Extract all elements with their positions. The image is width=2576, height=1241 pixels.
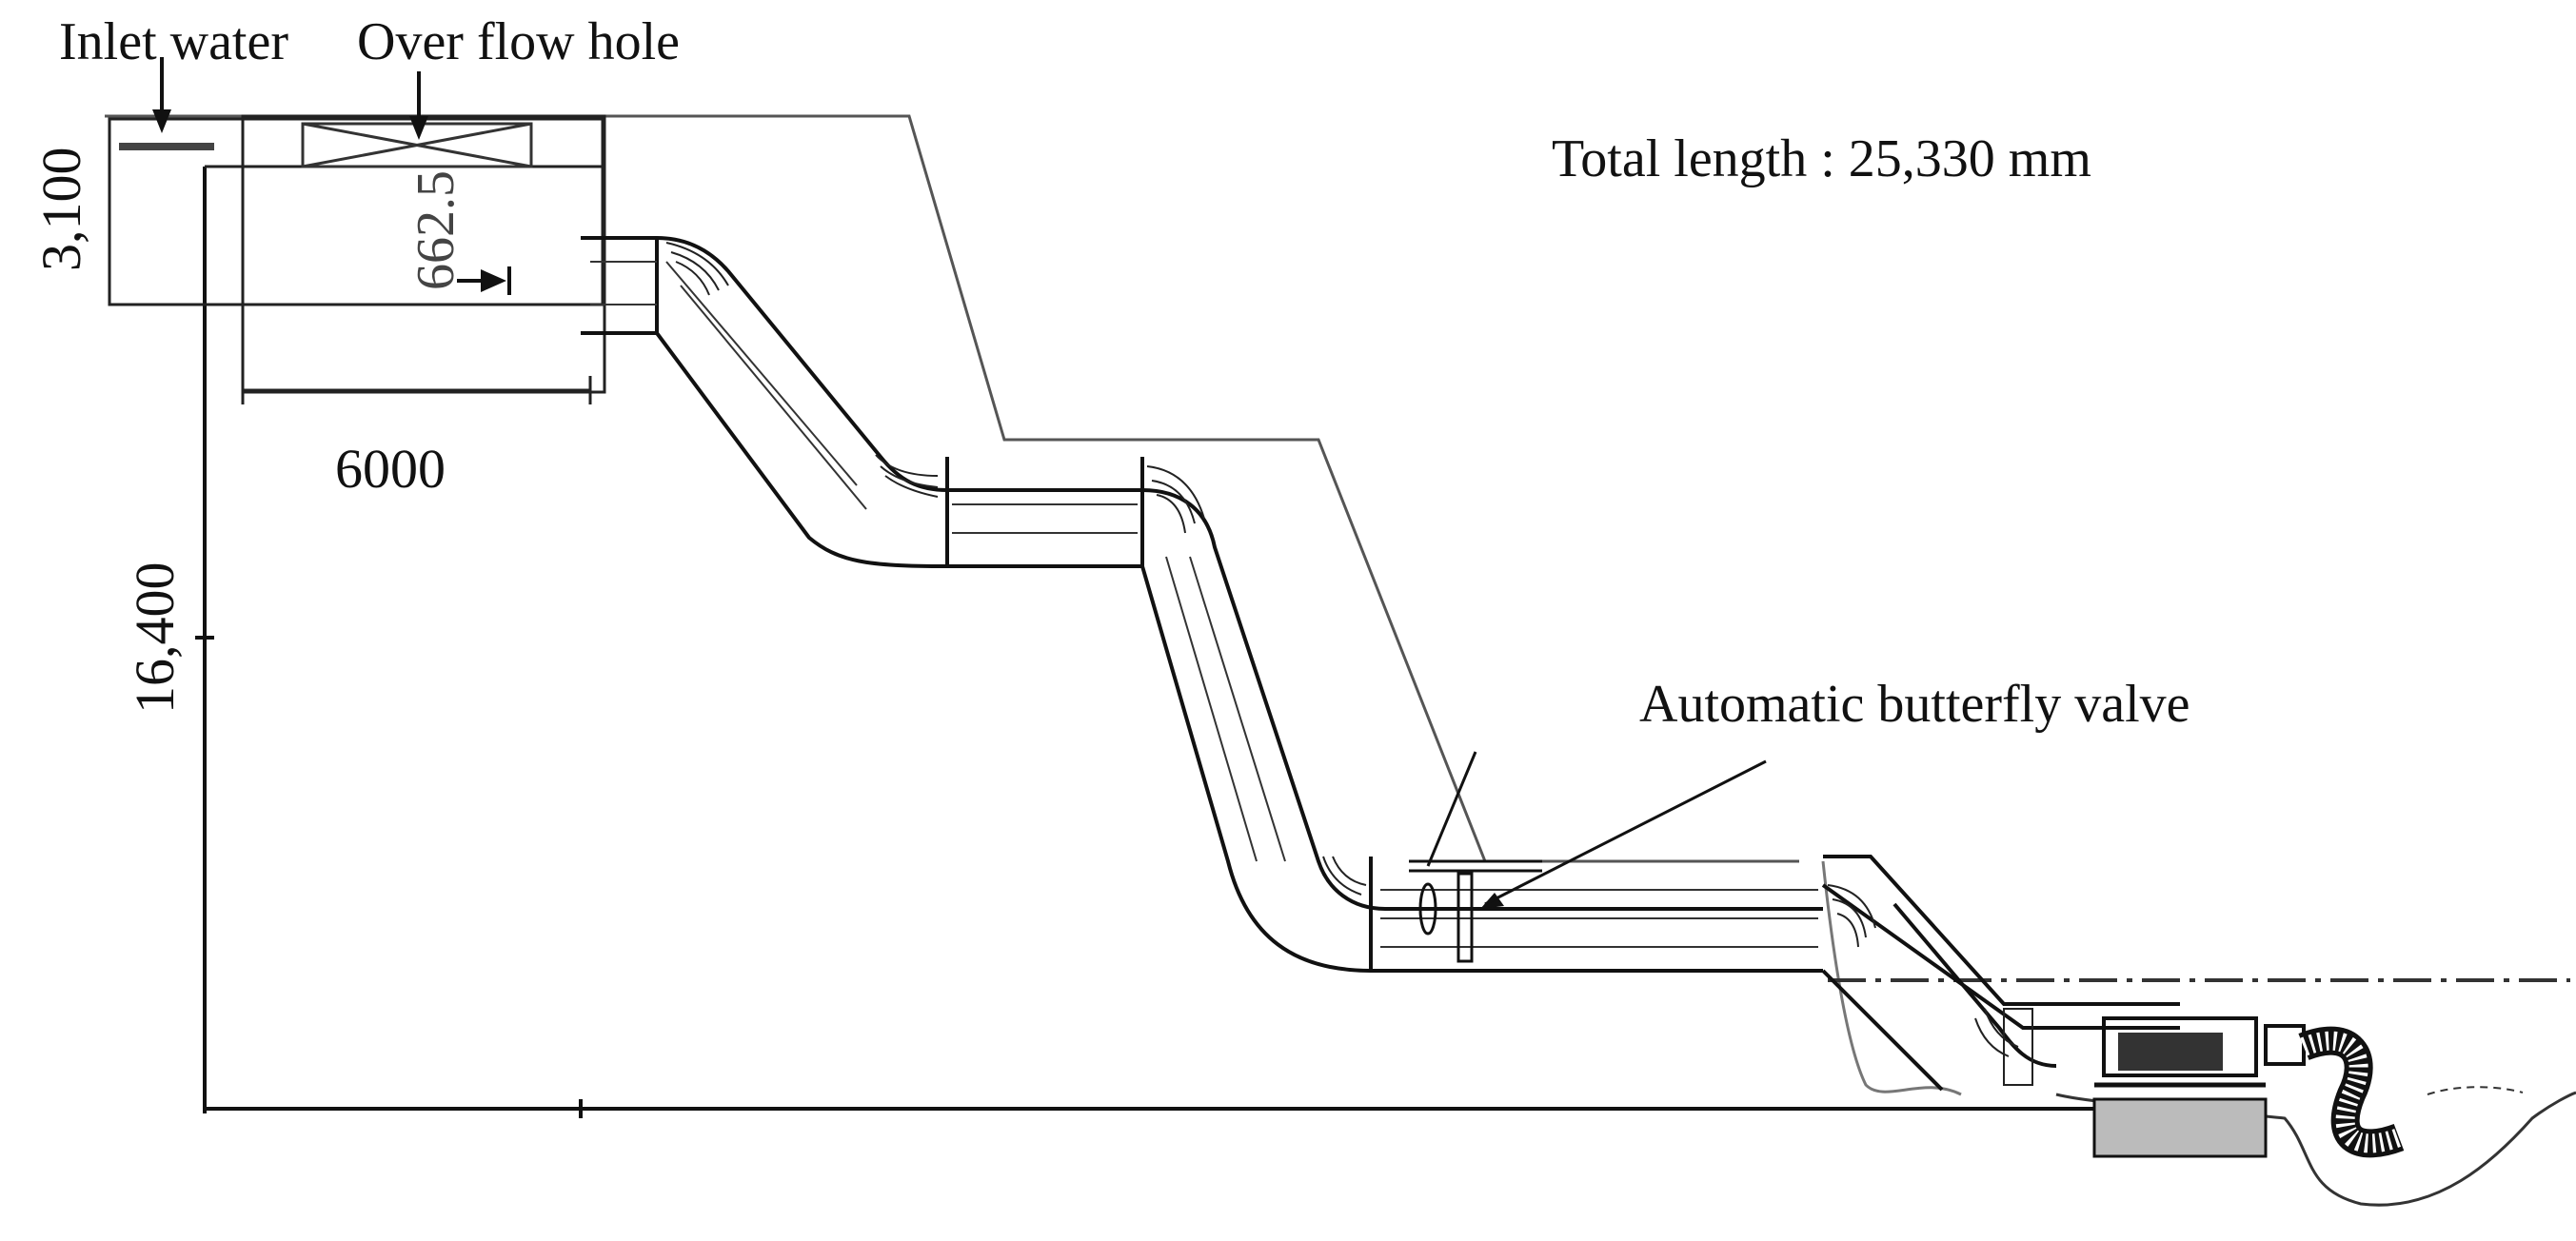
draft-tube <box>2298 1026 2405 1158</box>
water-ripple <box>2427 1086 2524 1095</box>
inlet-marker <box>119 143 214 150</box>
label-arrows <box>152 57 511 295</box>
turbine-unit <box>2092 1016 2306 1158</box>
draft-tube-inner <box>2300 1031 2403 1153</box>
lower-penstock <box>1821 855 2180 1092</box>
lower-elbow-hatching <box>1827 884 2033 1086</box>
penstock-pipe <box>581 236 1823 973</box>
butterfly-valve <box>1409 859 1542 963</box>
dimension-frame <box>195 167 2104 1118</box>
butterfly-valve-label: Automatic butterfly valve <box>1639 675 2190 734</box>
intake-tank <box>108 114 606 394</box>
valve-leader-line-2 <box>1426 751 1477 867</box>
elbow-hatching <box>665 242 1367 896</box>
dim-6000-line <box>241 376 592 404</box>
dim-6625-label: 662.5 <box>406 170 466 290</box>
dim-16400-label: 16,400 <box>124 562 186 715</box>
valve-leader-line-1 <box>1484 759 1767 906</box>
turbine-foundation <box>2092 1097 2268 1158</box>
dim-3100-label: 3,100 <box>30 148 92 272</box>
pipe-inner-lines <box>590 261 1818 948</box>
total-length-label: Total length : 25,330 mm <box>1552 129 2091 188</box>
inlet-water-label: Inlet water <box>59 12 288 71</box>
over-flow-hole-label: Over flow hole <box>357 12 680 71</box>
dim-6000-label: 6000 <box>335 438 446 500</box>
